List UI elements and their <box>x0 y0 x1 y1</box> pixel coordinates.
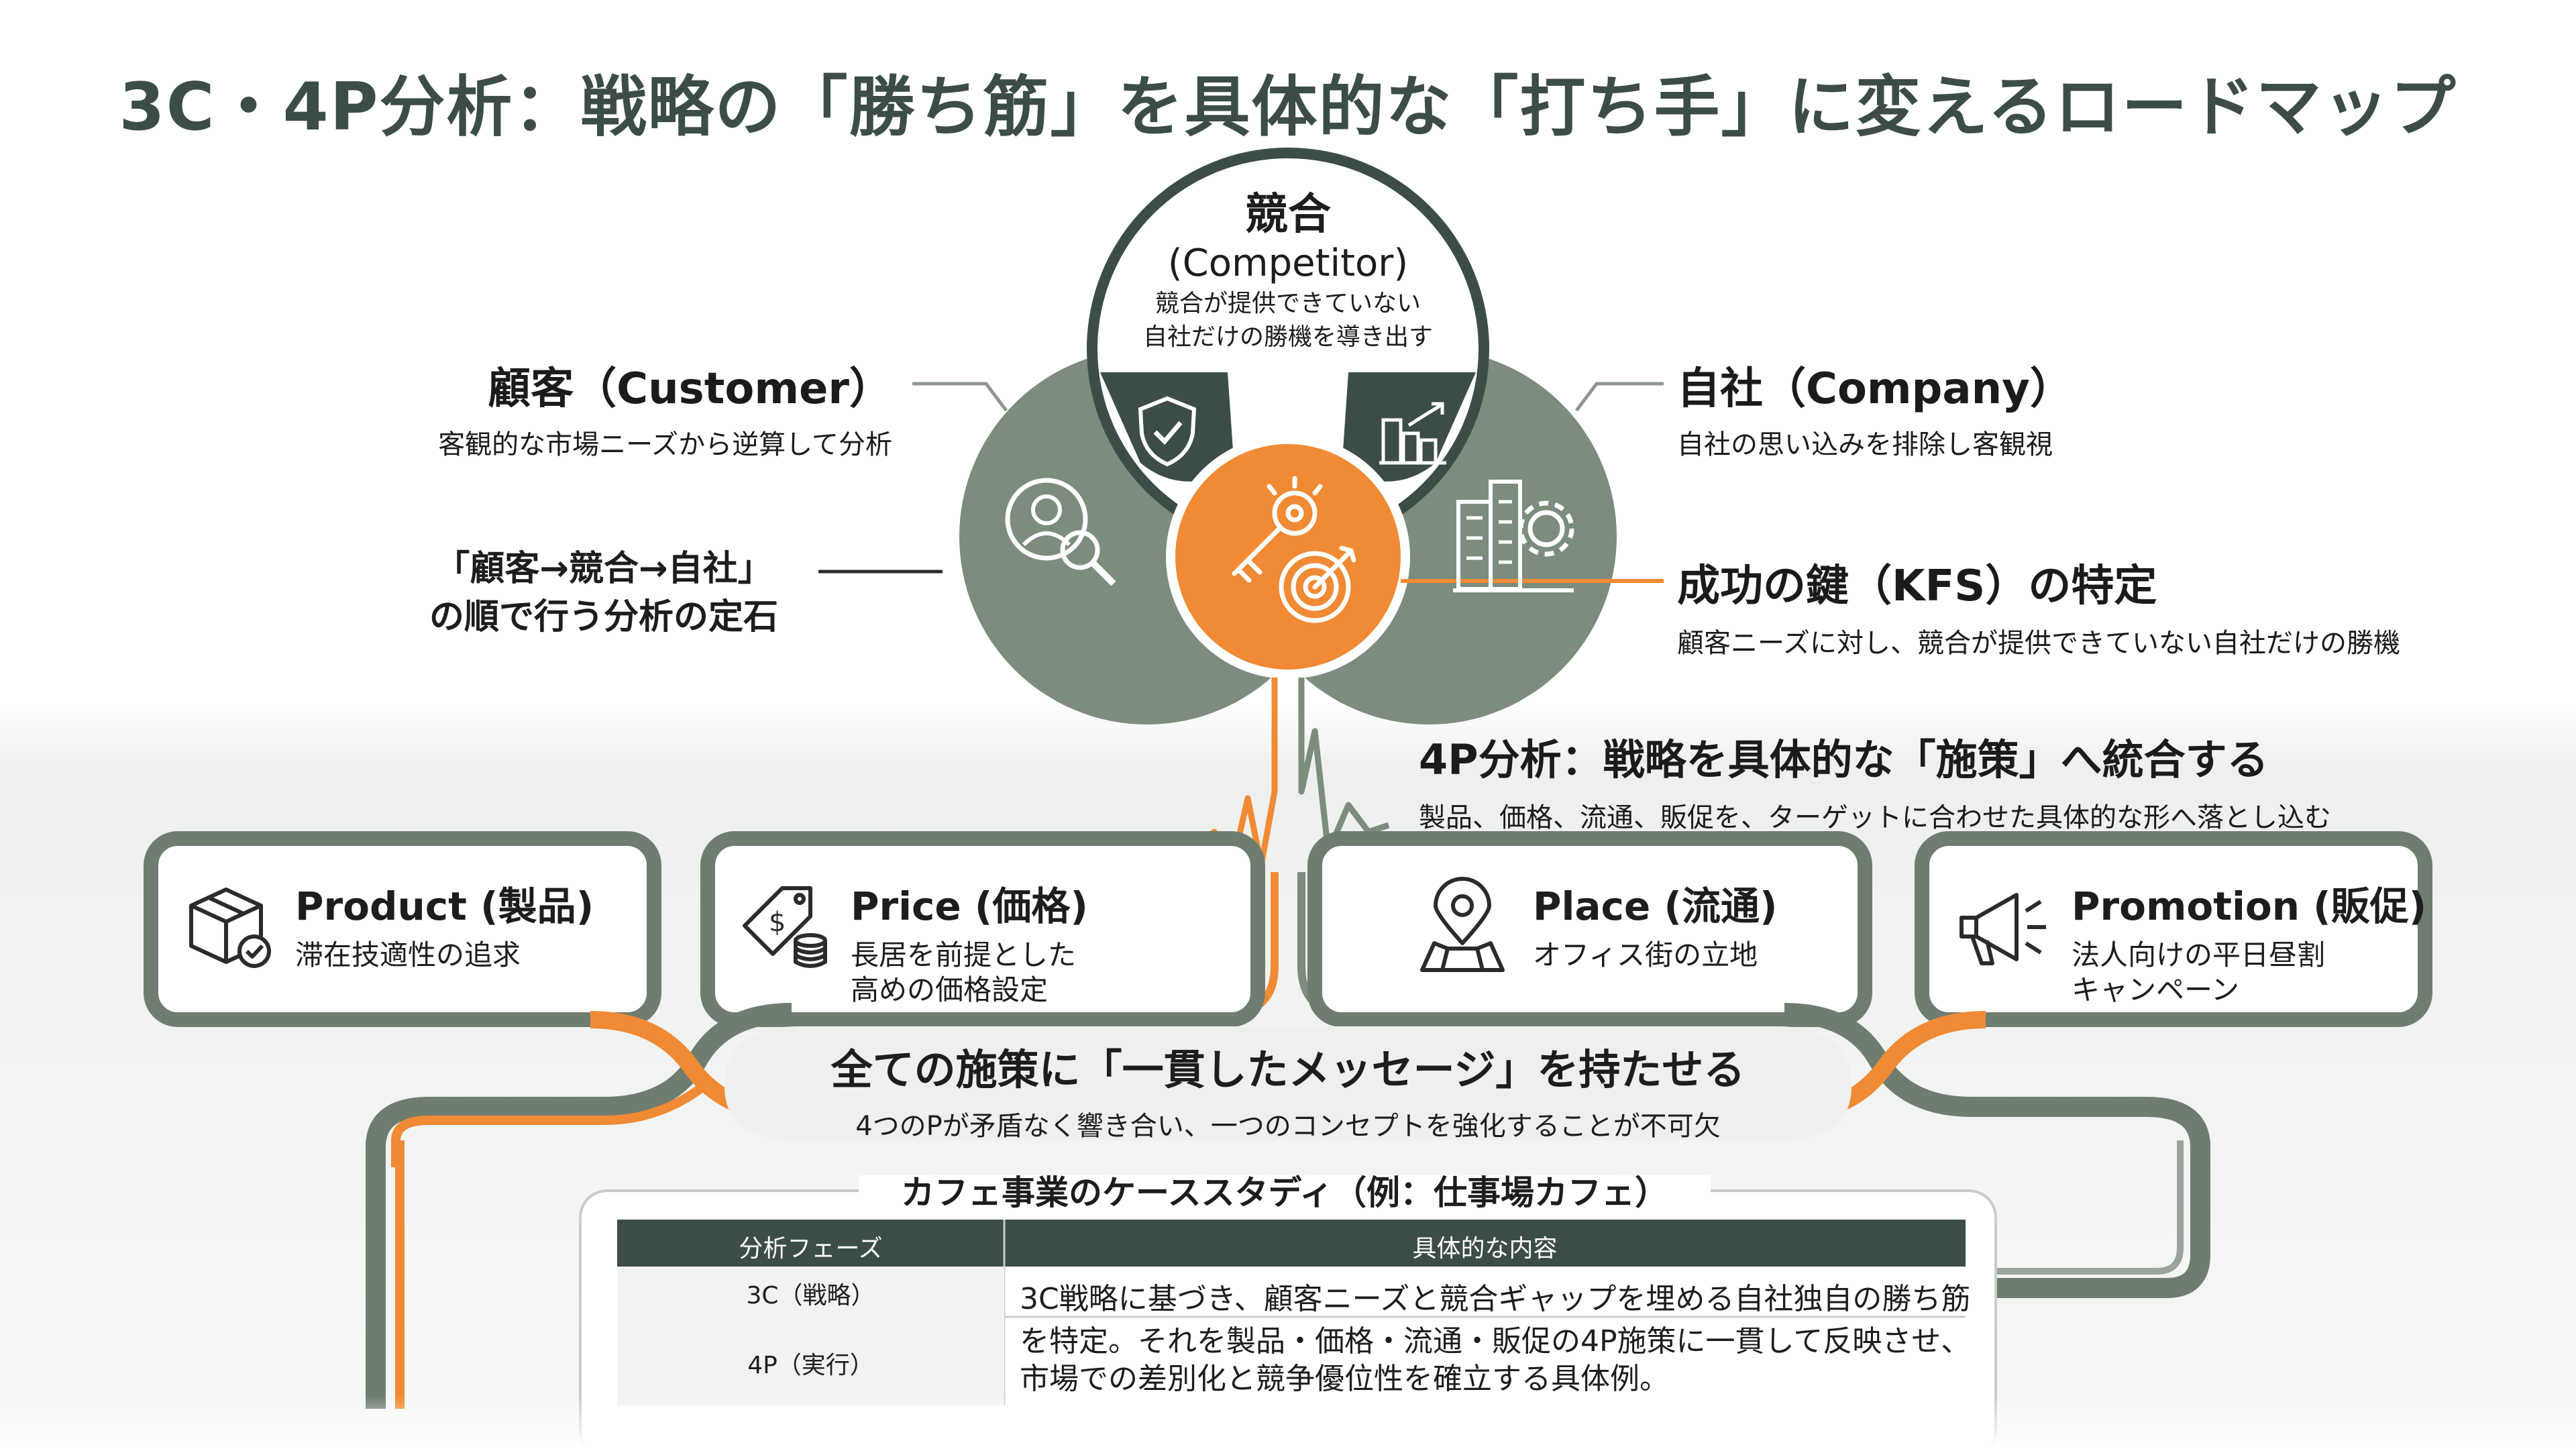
ribbon-left-orange <box>391 1076 714 1167</box>
kfs-desc: 顧客ニーズに対し、競合が提供できていない自社だけの勝機 <box>1677 628 2400 659</box>
card-product-title: Product (製品) <box>295 883 594 929</box>
card-price-desc-2: 高めの価格設定 <box>851 973 1049 1006</box>
table-header-bar <box>617 1220 1966 1267</box>
table-row1-phase: 3C（戦略） <box>746 1282 875 1309</box>
overlap-company-competitor <box>1342 372 1476 482</box>
company-building-gear-icon <box>1453 480 1574 592</box>
ribbon-left-green <box>366 1003 792 1148</box>
frame-right-green <box>1986 1140 2210 1298</box>
message-title: 全ての施策に「一貫したメッセージ」を持たせる <box>830 1045 1746 1094</box>
growth-building-icon <box>1379 402 1446 465</box>
fourp-header: 4P分析：戦略を具体的な「施策」へ統合する 製品、価格、流通、販促を、ターゲット… <box>1419 726 2492 835</box>
product-card-frame <box>144 831 661 1027</box>
table-header-phase: 分析フェーズ <box>739 1235 883 1263</box>
card-promotion-title: Promotion (販促) <box>2072 883 2427 929</box>
card-place-desc-1: オフィス街の立地 <box>1533 938 1758 971</box>
table-row2-phase-bg <box>617 1317 1004 1405</box>
competitor-label: 競合 (Competitor) 競合が提供できていない 自社だけの勝機を導き出す <box>1120 189 1456 354</box>
table-row1-content: 3C戦略に基づき、顧客ニーズと競合ギャップを埋める自社独自の勝ち筋 <box>1020 1282 1971 1316</box>
consistent-message: 全ての施策に「一貫したメッセージ」を持たせる 4つのPが矛盾なく響き合い、一つの… <box>724 1036 1851 1143</box>
order-note-line1: 「顧客→競合→自社」 <box>435 549 773 589</box>
competitor-desc-2: 自社だけの勝機を導き出す <box>1142 323 1433 351</box>
case-title-mask <box>859 1175 1711 1209</box>
company-label: 自社（Company） 自社の思い込みを排除し客観視 <box>1677 354 2281 462</box>
price-card-frame <box>700 831 1265 1027</box>
competitor-subtitle: (Competitor) <box>1167 241 1409 285</box>
fourp-title: 4P分析：戦略を具体的な「施策」へ統合する <box>1419 735 2269 784</box>
customer-desc: 客観的な市場ニーズから逆算して分析 <box>438 429 892 460</box>
competitor-desc-1: 競合が提供できていない <box>1155 290 1421 317</box>
customer-title: 顧客（Customer） <box>488 364 892 414</box>
table-header-content: 具体的な内容 <box>1412 1235 1558 1263</box>
fourp-desc: 製品、価格、流通、販促を、ターゲットに合わせた具体的な形へ落とし込む <box>1419 802 2331 833</box>
card-place: Place (流通) オフィス街の立地 <box>1533 875 1777 973</box>
card-promotion-desc-1: 法人向けの平日昼割 <box>2072 938 2326 971</box>
message-desc: 4つのPが矛盾なく響き合い、一つのコンセプトを強化することが不可欠 <box>855 1111 1721 1142</box>
competitor-title: 競合 <box>1245 190 1331 239</box>
customer-search-icon <box>1005 478 1116 586</box>
kfs-title: 成功の鍵（KFS）の特定 <box>1677 561 2157 611</box>
card-price: Price (価格) 長居を前提とした 高めの価格設定 <box>851 875 1088 1008</box>
box-icon <box>189 888 271 968</box>
company-connector <box>1575 382 1664 412</box>
table-row1-phase-bg <box>617 1267 1004 1317</box>
table-row2-content-line2: 市場での差別化と競争優位性を確立する具体例。 <box>1020 1362 1669 1396</box>
bottom-fade <box>0 1395 2576 1449</box>
svg-text:$: $ <box>769 907 786 938</box>
overlap-customer-competitor <box>1100 372 1234 482</box>
customer-connector <box>912 382 1008 412</box>
price-tag-icon: $ <box>743 886 827 968</box>
card-price-title: Price (価格) <box>851 883 1088 929</box>
ribbon-right-green <box>1784 1003 2210 1148</box>
frame-right-inner <box>1986 1140 2184 1275</box>
kfs-label: 成功の鍵（KFS）の特定 顧客ニーズに対し、競合が提供できていない自社だけの勝機 <box>1677 551 2549 660</box>
key-target-icon <box>1232 476 1356 623</box>
order-note-line2: の順で行う分析の定石 <box>429 597 778 637</box>
promotion-card-frame <box>1915 831 2432 1027</box>
card-place-title: Place (流通) <box>1533 883 1778 929</box>
company-title: 自社（Company） <box>1677 364 2073 414</box>
shield-icon <box>1138 396 1197 467</box>
card-promotion-desc-2: キャンペーン <box>2072 973 2239 1006</box>
page-title: 3C・4P分析：戦略の「勝ち筋」を具体的な「打ち手」に変えるロードマップ <box>119 69 2457 146</box>
message-pill <box>724 1026 1851 1140</box>
card-product: Product (製品) 滞在技適性の追求 <box>295 875 594 973</box>
table-row2-content: を特定。それを製品・価格・流通・販促の4P施策に一貫して反映させ、 市場での差別… <box>1020 1323 1970 1398</box>
place-card-frame <box>1307 831 1872 1027</box>
customer-label: 顧客（Customer） 客観的な市場ニーズから逆算して分析 <box>335 354 892 462</box>
megaphone-icon <box>1960 893 2046 965</box>
card-promotion: Promotion (販促) 法人向けの平日昼割 キャンペーン <box>2072 875 2426 1008</box>
company-desc: 自社の思い込みを排除し客観視 <box>1677 429 2053 460</box>
table-row2-phase: 4P（実行） <box>747 1352 874 1379</box>
map-pin-icon <box>1420 877 1505 972</box>
analysis-order-note: 「顧客→競合→自社」 の順で行う分析の定石 <box>402 545 805 641</box>
card-price-desc-1: 長居を前提とした <box>851 938 1077 971</box>
kfs-circle <box>1175 444 1401 669</box>
table-row2-content-line1: を特定。それを製品・価格・流通・販促の4P施策に一貫して反映させ、 <box>1020 1324 1971 1358</box>
case-study-title: カフェ事業のケーススタディ（例：仕事場カフェ） <box>901 1173 1668 1212</box>
card-product-desc-1: 滞在技適性の追求 <box>295 938 521 971</box>
